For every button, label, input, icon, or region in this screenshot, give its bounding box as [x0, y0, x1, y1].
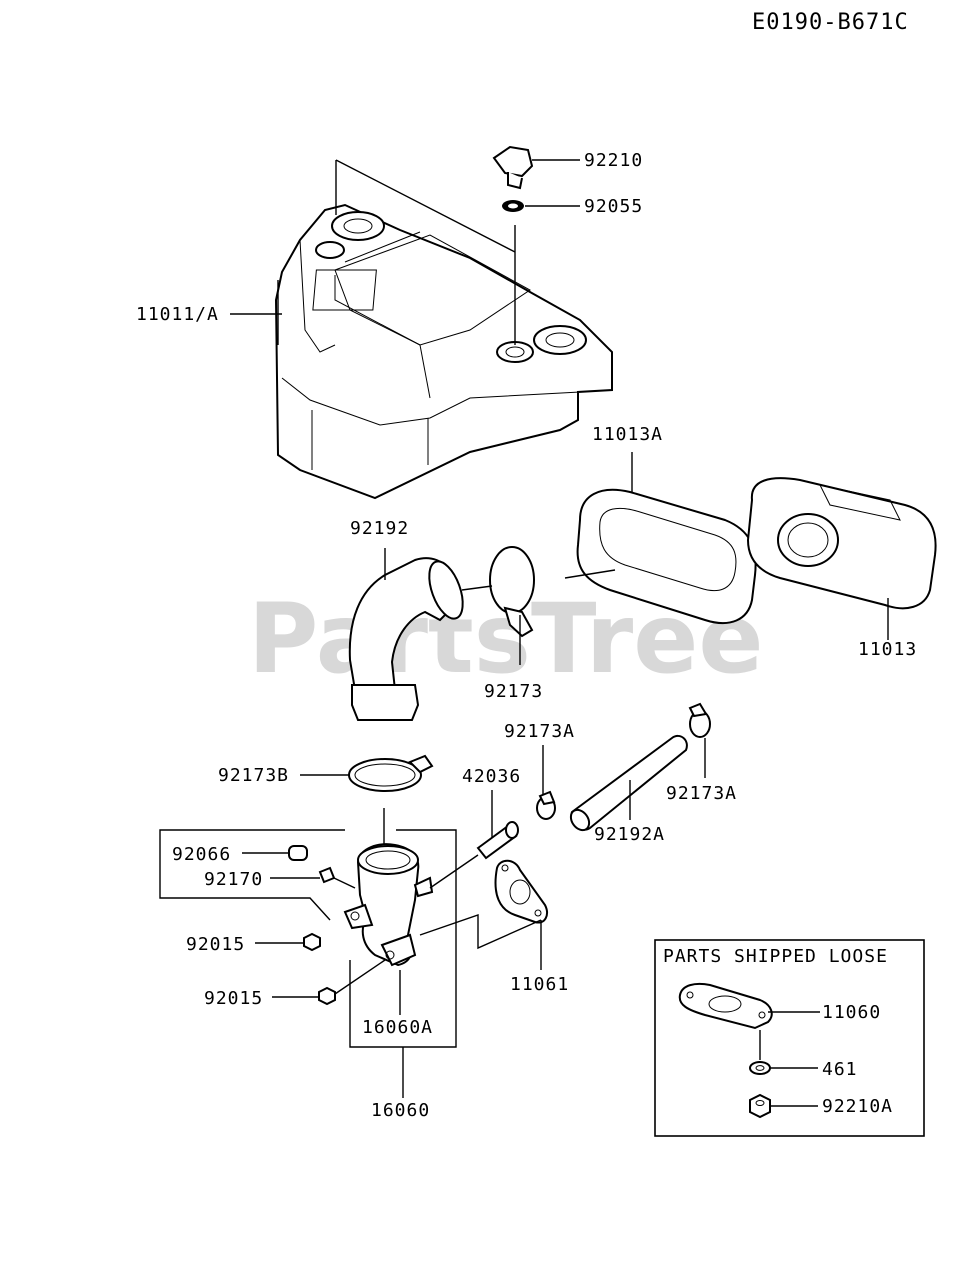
label-11013: 11013 [858, 639, 917, 660]
clamp-92173B[interactable] [300, 754, 434, 845]
loose-label-11060: 11060 [822, 1002, 881, 1023]
label-92192: 92192 [350, 518, 409, 539]
label-16060: 16060 [371, 1100, 430, 1121]
pre-cleaner-11013A[interactable] [564, 452, 757, 625]
loose-label-461: 461 [822, 1059, 858, 1080]
diagram-code: E0190-B671C [752, 10, 909, 35]
nut-92015-upper[interactable] [255, 932, 321, 952]
clamp-92173A-right[interactable] [688, 702, 711, 778]
cap-92066[interactable] [242, 845, 308, 861]
label-92015-upper: 92015 [186, 934, 245, 955]
loose-label-92210A: 92210A [822, 1096, 893, 1117]
label-92055: 92055 [584, 196, 643, 217]
label-11011A: 11011/A [136, 304, 219, 325]
hose-92192A[interactable] [567, 734, 688, 834]
air-filter-11013[interactable] [746, 477, 937, 640]
label-92173A-right: 92173A [666, 783, 737, 804]
label-92173A-top: 92173A [504, 721, 575, 742]
label-92210: 92210 [584, 150, 643, 171]
label-92192A: 92192A [594, 824, 665, 845]
label-11061: 11061 [510, 974, 569, 995]
knob-92210[interactable] [492, 145, 580, 190]
elbow-hose-92192[interactable] [348, 548, 470, 721]
label-42036: 42036 [462, 766, 521, 787]
clip-92170[interactable] [270, 866, 356, 889]
adapter-16060[interactable] [343, 843, 434, 967]
label-92015-lower: 92015 [204, 988, 263, 1009]
loose-box-title: PARTS SHIPPED LOOSE [663, 946, 888, 967]
label-92173B: 92173B [218, 765, 289, 786]
nut-92015-lower[interactable] [272, 959, 386, 1006]
washer-461[interactable] [749, 1030, 818, 1075]
gasket-11061[interactable] [419, 859, 548, 970]
gasket-11060[interactable] [678, 982, 820, 1030]
label-92170: 92170 [204, 869, 263, 890]
pipe-42036[interactable] [429, 790, 519, 889]
air-cleaner-cover[interactable] [274, 203, 613, 500]
clamp-92173[interactable] [461, 546, 535, 665]
label-92173: 92173 [484, 681, 543, 702]
clamp-92173A-left[interactable] [536, 745, 556, 820]
label-16060A: 16060A [362, 1017, 433, 1038]
label-92066: 92066 [172, 844, 231, 865]
parts-shipped-loose-box: PARTS SHIPPED LOOSE 11060 461 92210A [654, 939, 925, 1137]
label-11013A: 11013A [592, 424, 663, 445]
nut-92210A[interactable] [749, 1093, 818, 1119]
oring-92055[interactable] [502, 200, 580, 212]
